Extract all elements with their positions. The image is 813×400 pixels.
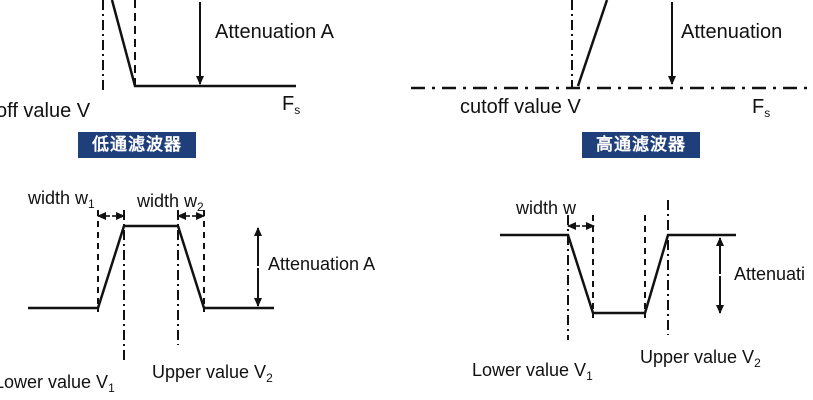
bandstop-diagram: width w Attenuati Lower value V1 Upper v… [472, 198, 805, 383]
bandstop-curve [500, 233, 736, 315]
highpass-diagram: Attenuation cutoff value V Fs [411, 0, 813, 120]
lowpass-attenuation-label: Attenuation A [215, 21, 335, 43]
lowpass-cutoff-label: off value V [0, 100, 91, 122]
highpass-attenuation-label: Attenuation [681, 21, 782, 43]
highpass-cutoff-label: cutoff value V [460, 96, 581, 118]
bandpass-width1-label: width w1 [27, 188, 95, 211]
bandpass-lower-label: Lower value V1 [0, 372, 115, 395]
bandpass-diagram: width w1 width w2 Attenuation A Lower va… [0, 188, 375, 395]
highpass-curve [576, 0, 609, 87]
bandpass-curve [28, 224, 274, 310]
bandstop-lower-label: Lower value V1 [472, 360, 593, 383]
lowpass-fs-label: Fs [282, 93, 300, 117]
bandpass-upper-label: Upper value V2 [152, 362, 273, 385]
highpass-caption: 高通滤波器 [582, 132, 700, 158]
bandstop-upper-label: Upper value V2 [640, 347, 761, 370]
bandstop-attenuation-label: Attenuati [734, 264, 805, 284]
lowpass-caption: 低通滤波器 [78, 132, 196, 158]
highpass-fs-label: Fs [752, 96, 770, 120]
bandstop-width-label: width w [515, 198, 577, 218]
bandpass-width2-label: width w2 [136, 191, 204, 214]
bandpass-attenuation-label: Attenuation A [268, 254, 375, 274]
lowpass-curve [110, 0, 296, 88]
lowpass-diagram: Attenuation A off value V Fs [0, 0, 335, 122]
